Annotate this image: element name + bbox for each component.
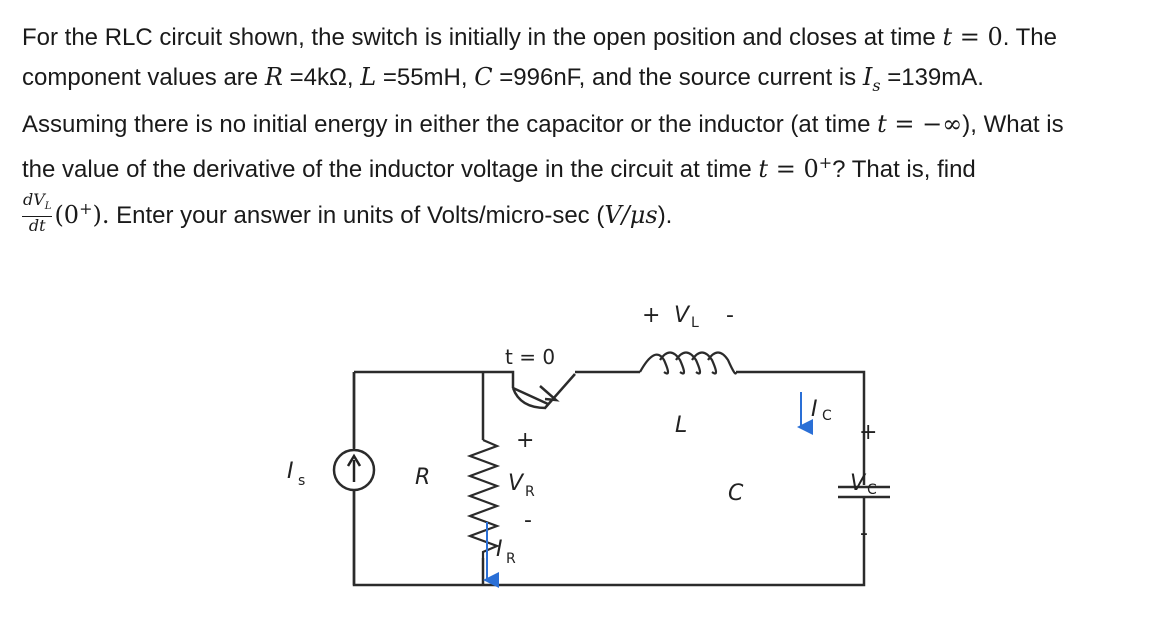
math-eq: = −∞ (886, 109, 963, 138)
math-R: R (264, 62, 283, 91)
circuit-wires (352, 370, 866, 587)
problem-line-2: component values are R =4kΩ, L =55mH, C … (22, 62, 984, 95)
vl-subscript: L (691, 315, 699, 331)
capacitor-label: C (728, 481, 744, 506)
vl-label: V (674, 303, 691, 328)
vl-plus: + (642, 303, 660, 328)
vc-plus: + (859, 420, 877, 445)
vr-plus: + (516, 428, 534, 453)
vr-subscript: R (525, 484, 535, 500)
text-run: . The (1002, 24, 1057, 51)
switch-label: t = 0 (505, 345, 555, 369)
math-superscript: + (79, 198, 93, 218)
vl-minus: - (726, 303, 734, 328)
text-run: For the RLC circuit shown, the switch is… (22, 24, 936, 51)
ir-label: I (496, 537, 503, 562)
problem-statement: For the RLC circuit shown, the switch is… (22, 18, 1152, 238)
inductor-label: L (675, 413, 687, 438)
math-superscript: + (818, 153, 833, 173)
problem-line-4: the value of the derivative of the induc… (22, 144, 1152, 190)
text-run: ? That is, find (832, 156, 976, 184)
value-R: =4kΩ (289, 63, 347, 91)
bottom-wire (352, 372, 866, 587)
is-label: I (287, 459, 294, 484)
math-I: I (862, 62, 873, 91)
vc-label: V (850, 471, 867, 496)
vr-minus: - (524, 508, 532, 533)
ir-subscript: R (506, 551, 516, 567)
math-close: ). (92, 200, 110, 229)
resistor-label: R (415, 465, 430, 490)
current-source (332, 448, 376, 492)
math-t: t (758, 155, 769, 184)
text-run: component values are (22, 63, 259, 91)
fraction-subscript: L (44, 201, 52, 213)
math-eq: = 0 (768, 155, 819, 184)
math-t: t (942, 23, 953, 51)
math-subscript: s (872, 75, 881, 95)
text-run: ), What is (962, 110, 1064, 138)
text-run: ). (657, 201, 673, 229)
value-C: =996nF, and the source current is (499, 63, 857, 91)
vc-subscript: C (867, 482, 877, 498)
problem-line-1: For the RLC circuit shown, the switch is… (22, 18, 1152, 58)
is-subscript: s (298, 473, 305, 489)
math-L: L (360, 62, 377, 91)
problem-line-3: Assuming there is no initial energy in e… (22, 105, 1152, 145)
value-L: =55mH, (382, 63, 468, 91)
math-arg: (0 (54, 200, 80, 229)
text-run: Enter your answer in units of Volts/micr… (109, 201, 605, 229)
top-left-wire (354, 370, 515, 388)
value-Is: =139mA. (887, 63, 984, 91)
ic-label: I (811, 397, 818, 422)
switch-symbol (511, 373, 576, 410)
capacitor-symbol (838, 485, 890, 510)
text-run: Assuming there is no initial energy in e… (22, 110, 871, 138)
math-t: t (877, 109, 887, 138)
text-run: the value of the derivative of the induc… (22, 156, 752, 184)
math-unit: V/μs (604, 200, 658, 229)
inductor-symbol (639, 351, 738, 375)
fraction-denominator: dt (28, 215, 46, 235)
math-eq: = 0 (952, 23, 1003, 51)
vc-minus: - (860, 521, 868, 546)
math-C: C (474, 62, 493, 91)
vr-label: V (508, 471, 525, 496)
resistor-symbol (466, 438, 501, 558)
fraction-numerator: dV (23, 190, 45, 210)
right-wire (736, 370, 866, 485)
ic-subscript: C (822, 408, 832, 424)
